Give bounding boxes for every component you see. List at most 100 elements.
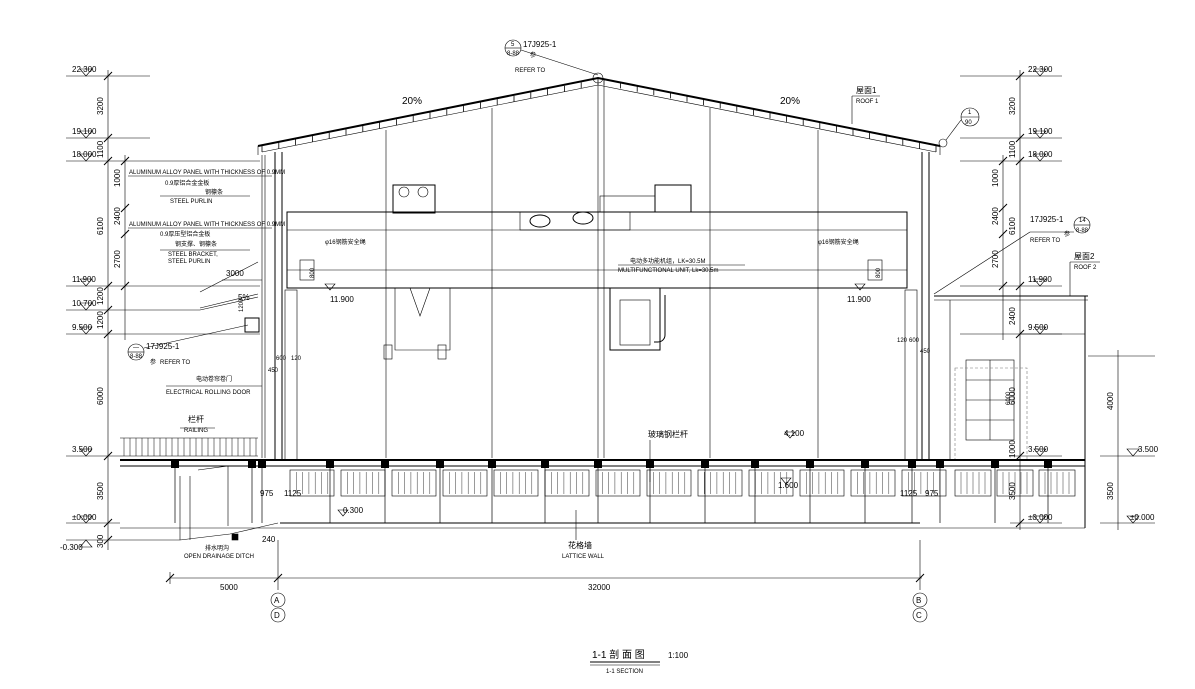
- svg-text:1000: 1000: [113, 169, 122, 187]
- right-level-markers: [1033, 68, 1047, 524]
- lattice-panel: [799, 469, 845, 497]
- window-dim-6000: 6000: [1006, 391, 1012, 405]
- floor-columns: [171, 460, 1052, 523]
- panel-lower-cn: 0.9厚压型铝合金板: [160, 230, 210, 238]
- lattice-panel: [850, 469, 896, 497]
- door-en: ELECTRICAL ROLLING DOOR: [166, 390, 251, 396]
- roof1-cn: 屋面1: [856, 86, 877, 95]
- floor-post: [751, 460, 759, 468]
- dim-3000: 3000: [226, 269, 244, 278]
- lattice-panel: [697, 469, 743, 497]
- ref-top-code: 17J925-1: [523, 40, 557, 49]
- dim-120-right: 120: [897, 338, 908, 344]
- axis-D: D: [274, 611, 280, 620]
- axis-bubbles: [270, 592, 928, 623]
- svg-text:1100: 1100: [96, 140, 105, 158]
- dim-120-left: 120: [291, 356, 302, 362]
- svg-text:3500: 3500: [1008, 482, 1017, 500]
- far-right-level-3500: 3.500: [1138, 445, 1159, 454]
- ref-right-circle-top: 1: [968, 110, 972, 116]
- left-level-10700: 10.700: [72, 299, 97, 308]
- roof: [257, 76, 941, 155]
- svg-text:1200: 1200: [96, 311, 105, 329]
- left-level-m0300: -0.300: [60, 543, 83, 552]
- roof2-cn: 屋面2: [1074, 252, 1095, 261]
- floor-level: 1.600: [778, 481, 799, 490]
- right-dims: 3200 1100 1000 6100 2400 2700 2400 6000 …: [991, 97, 1017, 500]
- left-level-22300: 22.300: [72, 65, 97, 74]
- right-level-9500: 9.500: [1028, 323, 1049, 332]
- far-right-dim-3500: 3500: [1106, 482, 1115, 500]
- panel-lower-en: ALUMINUM ALLOY PANEL WITH THICKNESS OF 0…: [129, 222, 285, 228]
- drainage-cn: 排水明沟: [205, 544, 229, 552]
- left-level-11900: 11.900: [72, 275, 96, 284]
- lattice-panel: [996, 469, 1034, 497]
- ref-top-symbol: [504, 39, 604, 84]
- dim-240: 240: [262, 535, 276, 544]
- svg-text:1000: 1000: [1008, 440, 1017, 458]
- glass-railing-cn: 玻璃钢栏杆: [648, 429, 688, 439]
- panel-upper-leader: [128, 175, 272, 251]
- dim-975-right: 975: [925, 489, 939, 498]
- lattice-panel: [340, 469, 386, 497]
- dim-450-right: 450: [920, 349, 931, 355]
- floor-post: [908, 460, 916, 468]
- canopy-slope: 5%: [238, 293, 250, 302]
- lattice-panel: [646, 469, 692, 497]
- roof1-leader: [851, 95, 880, 124]
- axis-C: C: [916, 611, 922, 620]
- drainage-en: OPEN DRAINAGE DITCH: [184, 554, 254, 560]
- floor-post: [936, 460, 944, 468]
- floor-post: [861, 460, 869, 468]
- slope-right: 20%: [780, 96, 800, 107]
- svg-text:2400: 2400: [991, 207, 1000, 225]
- dim-450-left: 450: [268, 368, 279, 374]
- columns: [274, 85, 930, 461]
- pit-level: 0.300: [343, 506, 364, 515]
- right-dim-ticks: [998, 71, 1025, 528]
- ref-right-sheet: 8-88: [1076, 228, 1089, 234]
- railing-cn: 栏杆: [188, 414, 204, 424]
- floor-post: [991, 460, 999, 468]
- ref-top-num: 5: [511, 42, 515, 48]
- floor-post: [381, 460, 389, 468]
- roof-purlins: [261, 79, 937, 152]
- svg-text:3200: 3200: [96, 97, 105, 115]
- svg-text:2400: 2400: [1008, 307, 1017, 325]
- ref-top-sheet: 8-88: [507, 51, 520, 57]
- floor-post: [436, 460, 444, 468]
- ref-right-symbol: [933, 216, 1091, 295]
- panel-upper-cn2: 钢檩条: [205, 188, 223, 196]
- lattice-en: LATTICE WALL: [562, 554, 605, 560]
- svg-text:2400: 2400: [113, 207, 122, 225]
- floor-post: [171, 460, 179, 468]
- left-ditch: [110, 465, 279, 541]
- ref-right-cn: 参: [1064, 230, 1070, 238]
- axis-B: B: [916, 596, 921, 605]
- left-level-3500: 3.500: [72, 445, 93, 454]
- svg-text:1000: 1000: [991, 169, 1000, 187]
- svg-text:1200: 1200: [96, 287, 105, 305]
- lattice-cn: 花格墙: [568, 540, 592, 550]
- panel-lower-cn2: 钢支撑、钢檩条: [175, 240, 217, 248]
- drawing-title-cn: 1-1 剖 面 图: [592, 648, 645, 661]
- ref-top-cn: 参: [530, 51, 536, 59]
- dim-1125-left: 1125: [284, 489, 302, 498]
- right-annex: [934, 295, 1088, 528]
- lattice-panel: [595, 469, 641, 497]
- ref-right-num: 14: [1079, 218, 1086, 224]
- railing-en: RAILING: [184, 428, 208, 434]
- svg-text:6000: 6000: [96, 387, 105, 405]
- svg-text:3200: 3200: [1008, 97, 1017, 115]
- svg-text:1100: 1100: [1008, 140, 1017, 158]
- ref-left-num: —: [133, 345, 139, 351]
- roof2-en: ROOF 2: [1074, 265, 1097, 271]
- safety-rope-right: φ16钢筋安全绳: [818, 238, 859, 246]
- svg-text:300: 300: [96, 534, 105, 548]
- safety-rope-left: φ16钢筋安全绳: [325, 238, 366, 246]
- panel-upper-cn: 0.9厚铝合金金板: [165, 179, 209, 187]
- floor-post: [806, 460, 814, 468]
- lattice-panel: [1038, 469, 1076, 497]
- crane-label-en: MULTIFUNCTIONAL UNIT, Lk=30.5m: [618, 268, 719, 274]
- roof1-en: ROOF 1: [856, 99, 879, 105]
